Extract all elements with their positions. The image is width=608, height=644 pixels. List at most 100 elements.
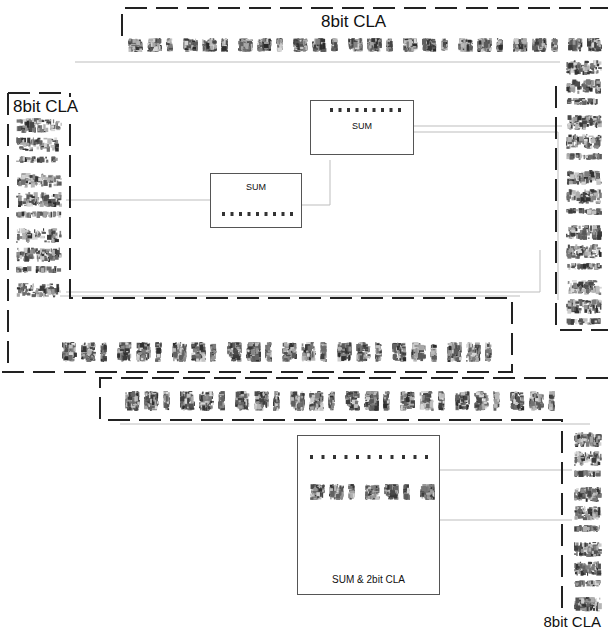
- layout-cell: [577, 91, 579, 94]
- layout-cell: [567, 153, 569, 156]
- layout-cell: [594, 42, 596, 48]
- layout-cell: [596, 38, 600, 39]
- layout-cell: [589, 71, 591, 73]
- layout-cell: [586, 79, 591, 84]
- layout-cell: [600, 136, 601, 138]
- layout-cell: [516, 47, 519, 49]
- layout-cell: [413, 43, 417, 46]
- layout-cell: [353, 41, 357, 42]
- layout-cell: [153, 41, 154, 42]
- layout-cell: [575, 82, 580, 87]
- layout-cell: [259, 43, 262, 46]
- layout-cell: [591, 145, 592, 148]
- layout-cell: [575, 115, 578, 117]
- layout-cell: [597, 70, 599, 73]
- layout-cell: [572, 140, 575, 142]
- layout-cell: [249, 46, 251, 49]
- layout-cell: [136, 41, 140, 45]
- layout-cell: [479, 40, 482, 44]
- layout-cell: [598, 67, 602, 69]
- layout-cell: [427, 46, 432, 51]
- layout-cell: [592, 49, 594, 51]
- wire: [66, 250, 540, 292]
- layout-cell: [574, 136, 576, 138]
- layout-cell: [524, 45, 526, 47]
- layout-cell: [222, 46, 227, 51]
- layout-cell: [313, 43, 314, 44]
- layout-cell: [354, 42, 358, 48]
- layout-cell: [532, 46, 536, 50]
- layout-cell: [277, 48, 282, 52]
- layout-cell: [482, 49, 483, 52]
- layout-cell: [315, 50, 318, 51]
- layout-cell: [331, 48, 333, 50]
- layout-cell: [581, 39, 582, 43]
- layout-cell: [522, 40, 527, 44]
- layout-cell: [543, 48, 544, 52]
- layout-cell: [554, 41, 557, 46]
- layout-cell: [577, 137, 579, 142]
- layout-cell: [210, 45, 213, 49]
- layout-cell: [408, 47, 409, 50]
- layout-cell: [169, 48, 173, 50]
- layout-cell: [467, 45, 469, 51]
- layout-cell: [591, 81, 594, 85]
- layout-cell: [293, 45, 294, 46]
- layout-cell: [245, 44, 249, 50]
- layout-cell: [579, 50, 581, 52]
- layout-cell: [152, 43, 155, 47]
- layout-cell: [459, 42, 462, 44]
- layout-cell: [583, 71, 584, 75]
- layout-cell: [569, 128, 571, 129]
- layout-cell: [535, 42, 539, 45]
- layout-cell: [243, 43, 245, 47]
- layout-cell: [586, 134, 587, 135]
- layout-cell: [150, 49, 152, 52]
- layout-cell: [427, 40, 429, 45]
- layout-cell: [149, 39, 153, 41]
- layout-cell: [578, 47, 580, 50]
- layout-cell: [348, 42, 350, 44]
- layout-cell: [591, 102, 593, 105]
- wire: [302, 160, 330, 205]
- layout-cell: [149, 44, 150, 48]
- layout-cell: [258, 48, 262, 51]
- layout-cell: [520, 49, 522, 51]
- layout-cell: [577, 86, 580, 90]
- layout-cell: [486, 49, 487, 52]
- layout-cell: [575, 124, 579, 129]
- layout-cell: [167, 39, 169, 40]
- layout-cell: [574, 117, 577, 121]
- layout-cell: [203, 46, 204, 51]
- layout-cell: [157, 39, 162, 43]
- layout-cell: [579, 153, 581, 159]
- layout-cell: [293, 38, 297, 39]
- layout-cell: [497, 38, 498, 40]
- layout-cell: [461, 44, 464, 47]
- layout-cell: [589, 116, 590, 120]
- layout-cell: [294, 50, 298, 51]
- layout-cell: [259, 41, 261, 42]
- layout-cell: [587, 41, 591, 46]
- layout-cell: [598, 121, 601, 123]
- layout-cell: [321, 39, 325, 42]
- layout-cell: [192, 40, 195, 42]
- layout-cell: [594, 145, 599, 148]
- layout-cell: [184, 46, 186, 48]
- layout-cell: [584, 81, 586, 83]
- layout-cell: [296, 41, 301, 42]
- layout-cell: [202, 39, 203, 44]
- layout-cell: [539, 38, 542, 43]
- layout-cell: [594, 60, 597, 65]
- layout-cell: [243, 49, 246, 51]
- layout-cell: [407, 41, 409, 47]
- layout-cell: [591, 139, 596, 143]
- layout-cell: [596, 122, 597, 128]
- layout-cell: [131, 44, 136, 46]
- layout-cell: [371, 38, 375, 42]
- layout-cell: [597, 138, 599, 142]
- layout-cell: [579, 122, 582, 126]
- layout-cell: [599, 115, 601, 120]
- layout-cell: [598, 92, 599, 93]
